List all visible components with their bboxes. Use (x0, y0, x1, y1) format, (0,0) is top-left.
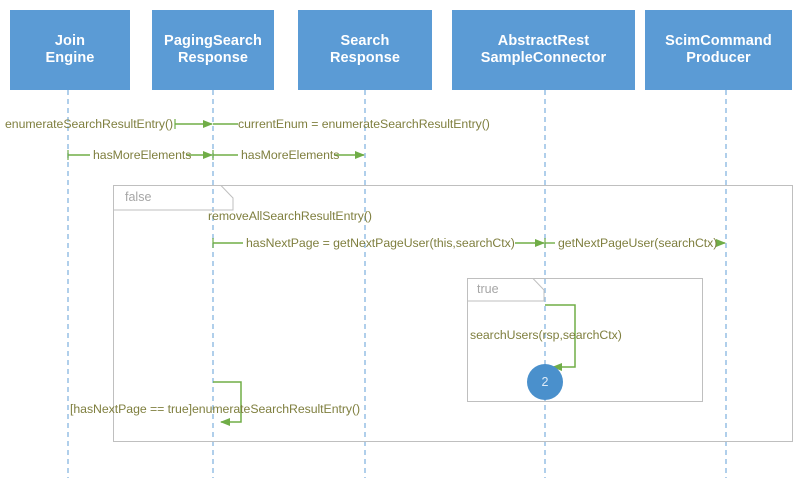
message-label-enumerate-search-result-entry-loop: [hasNextPage == true]enumerateSearchResu… (70, 402, 361, 416)
message-label-has-more-elements-2: hasMoreElements (241, 148, 340, 162)
counter-bubble-iteration-counter[interactable]: 2 (527, 364, 563, 400)
actor-box-search-response[interactable]: Search Response (298, 10, 432, 90)
fragment-label-true: true (477, 282, 499, 296)
actor-box-join-engine[interactable]: Join Engine (10, 10, 130, 90)
actor-label-scim-command-producer: ScimCommand Producer (665, 33, 772, 66)
message-label-remove-all-search-result-entry: removeAllSearchResultEntry() (208, 209, 372, 223)
actor-box-abstract-rest-sample-connector[interactable]: AbstractRest SampleConnector (452, 10, 635, 90)
message-label-has-next-page-get-next-page-user: hasNextPage = getNextPageUser(this,searc… (246, 236, 515, 250)
counter-bubble-value: 2 (541, 375, 549, 389)
actor-label-search-response: Search Response (329, 33, 401, 66)
actor-label-paging-search-response: PagingSearch Response (164, 33, 262, 66)
actor-label-join-engine: Join Engine (45, 33, 95, 66)
actor-box-scim-command-producer[interactable]: ScimCommand Producer (645, 10, 792, 90)
self-message-loop-enumerate-search-result-entry-loop (213, 381, 242, 426)
message-label-has-more-elements-1: hasMoreElements (93, 148, 192, 162)
self-message-loop-search-users-self-call (545, 304, 576, 371)
fragment-label-false: false (125, 190, 152, 204)
message-label-get-next-page-user-searchctx: getNextPageUser(searchCtx) (558, 236, 718, 250)
fragment-frame-false (113, 185, 793, 442)
fragment-frame-true (467, 278, 703, 402)
message-label-enumerate-search-result-entry: enumerateSearchResultEntry() (5, 117, 174, 131)
actor-label-abstract-rest-sample-connector: AbstractRest SampleConnector (480, 33, 607, 66)
message-label-current-enum-assignment: currentEnum = enumerateSearchResultEntry… (238, 117, 490, 131)
actor-box-paging-search-response[interactable]: PagingSearch Response (152, 10, 274, 90)
message-label-search-users-self-call: searchUsers(rsp,searchCtx) (470, 328, 622, 342)
